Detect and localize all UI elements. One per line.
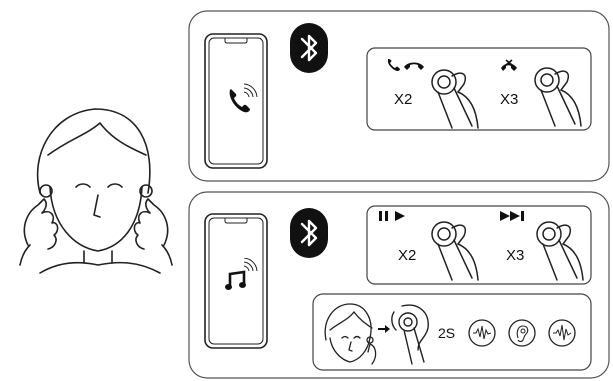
ear-with-earbud-hold-illustration — [388, 300, 436, 368]
next-track-icon — [499, 209, 529, 223]
sound-wave-icon — [547, 318, 577, 348]
reject-call-icon — [500, 59, 518, 73]
bluetooth-icon — [289, 207, 329, 259]
phone-call-icon — [222, 80, 262, 120]
bluetooth-icon — [289, 22, 329, 74]
sound-wave-icon — [467, 318, 497, 348]
finger-tap-earbud-illustration — [428, 66, 482, 130]
hang-up-icon — [403, 61, 425, 71]
answer-call-icon — [386, 58, 402, 72]
finger-tap-earbud-illustration — [428, 218, 482, 282]
person-wearing-earbud-illustration — [318, 300, 380, 366]
finger-tap-earbud-illustration — [531, 64, 585, 128]
answer-hangup-tap-count: X2 — [394, 91, 412, 108]
person-wearing-earbuds-illustration — [0, 95, 190, 275]
next-track-tap-count: X3 — [506, 247, 524, 264]
hold-duration-label: 2S — [438, 325, 455, 341]
ear-icon — [507, 318, 537, 348]
music-note-icon — [224, 258, 264, 302]
reject-tap-count: X3 — [500, 91, 518, 108]
finger-tap-earbud-illustration — [533, 218, 587, 282]
play-pause-icon — [378, 209, 408, 223]
play-pause-tap-count: X2 — [398, 247, 416, 264]
